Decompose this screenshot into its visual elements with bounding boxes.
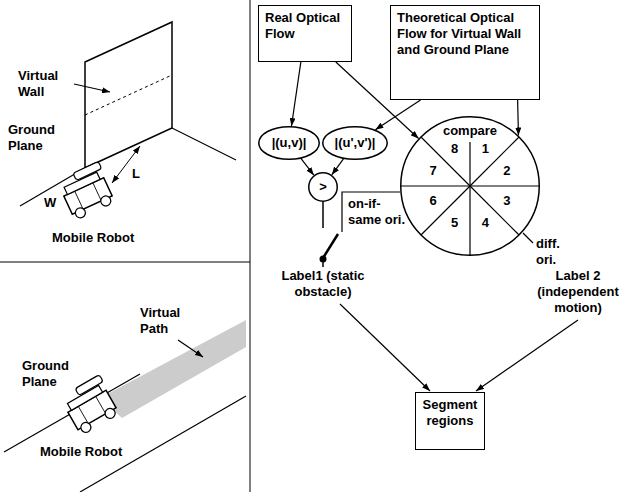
flow-arrow bbox=[517, 100, 519, 135]
dimension-label: L bbox=[132, 166, 140, 182]
virtual-path bbox=[100, 320, 246, 418]
magnitude-ellipse: |(u,v)| bbox=[258, 126, 320, 160]
flow-arrow bbox=[301, 159, 314, 175]
sector-number: 8 bbox=[451, 141, 458, 157]
sector-number: 4 bbox=[482, 215, 489, 231]
sector-number: 2 bbox=[503, 163, 510, 179]
dimension-label: W bbox=[44, 195, 56, 211]
virtual-wall bbox=[85, 22, 172, 168]
sector-line bbox=[421, 186, 470, 235]
sector-line bbox=[470, 186, 519, 235]
illustration-label: Virtual Wall bbox=[18, 68, 74, 100]
node-text: Real Optical Flow bbox=[265, 10, 345, 42]
input-box: Theoretical Optical Flow for Virtual Wal… bbox=[390, 5, 540, 100]
mobile-robot bbox=[57, 161, 117, 220]
sector-number: 1 bbox=[482, 141, 489, 157]
node-text: |(u',v')| bbox=[335, 135, 376, 151]
ellipse-outline bbox=[309, 173, 338, 202]
magnitude-ellipse: |(u',v')| bbox=[322, 126, 388, 160]
input-box: Real Optical Flow bbox=[258, 5, 352, 62]
sector-line bbox=[421, 137, 470, 186]
sector-number: 5 bbox=[451, 215, 458, 231]
switch-pivot bbox=[320, 256, 327, 263]
divider bbox=[0, 262, 250, 263]
output-label: Label1 (static obstacle) bbox=[258, 268, 388, 300]
illustration-label: Ground Plane bbox=[8, 122, 66, 154]
condition-label: diff. ori. bbox=[536, 236, 580, 268]
compare-wheel: compare 12 34 56 78 bbox=[400, 116, 540, 256]
condition-label: on-if-same ori. bbox=[348, 196, 412, 228]
wall-dotted-line bbox=[85, 75, 172, 115]
leader-line bbox=[74, 84, 110, 92]
sector-number: 7 bbox=[429, 163, 436, 179]
leader-line bbox=[523, 233, 533, 243]
switch-wire bbox=[322, 202, 324, 228]
sector-line bbox=[469, 142, 470, 186]
switch-wire bbox=[322, 262, 324, 267]
ellipse-outline bbox=[259, 127, 320, 160]
arrow-line bbox=[476, 320, 578, 391]
mobile-robot bbox=[59, 375, 121, 436]
switch-blade bbox=[323, 234, 338, 258]
sector-number: 6 bbox=[429, 193, 436, 209]
illustration-label: Mobile Robot bbox=[40, 444, 122, 460]
ellipse-outline bbox=[323, 127, 388, 160]
wheel-outline bbox=[401, 117, 540, 256]
sector-line bbox=[470, 185, 539, 186]
illustration-label: Mobile Robot bbox=[52, 230, 134, 246]
node-text: |(u,v)| bbox=[272, 135, 307, 151]
comparator-circle: > bbox=[308, 172, 338, 202]
sector-line bbox=[470, 137, 519, 186]
divider bbox=[250, 0, 251, 492]
ground-edge bbox=[172, 128, 236, 160]
sector-number: 3 bbox=[503, 193, 510, 209]
output-label: Label 2 (independent motion) bbox=[526, 268, 630, 316]
flow-arrow bbox=[375, 100, 420, 130]
output-box: Segment regions bbox=[415, 392, 485, 450]
dimension-line bbox=[112, 146, 140, 183]
illustration-label: Ground Plane bbox=[22, 358, 80, 390]
arrow-line bbox=[340, 304, 430, 391]
node-text: Segment regions bbox=[422, 397, 478, 429]
illustration-label: Virtual Path bbox=[140, 305, 200, 337]
node-text: compare bbox=[443, 123, 497, 139]
flow-arrow bbox=[291, 62, 300, 126]
flow-arrow bbox=[332, 159, 344, 175]
leader-line bbox=[178, 340, 203, 357]
sector-line bbox=[469, 186, 470, 255]
sector-line bbox=[401, 185, 470, 186]
node-text: Theoretical Optical Flow for Virtual Wal… bbox=[397, 10, 533, 58]
node-text: > bbox=[319, 179, 327, 195]
